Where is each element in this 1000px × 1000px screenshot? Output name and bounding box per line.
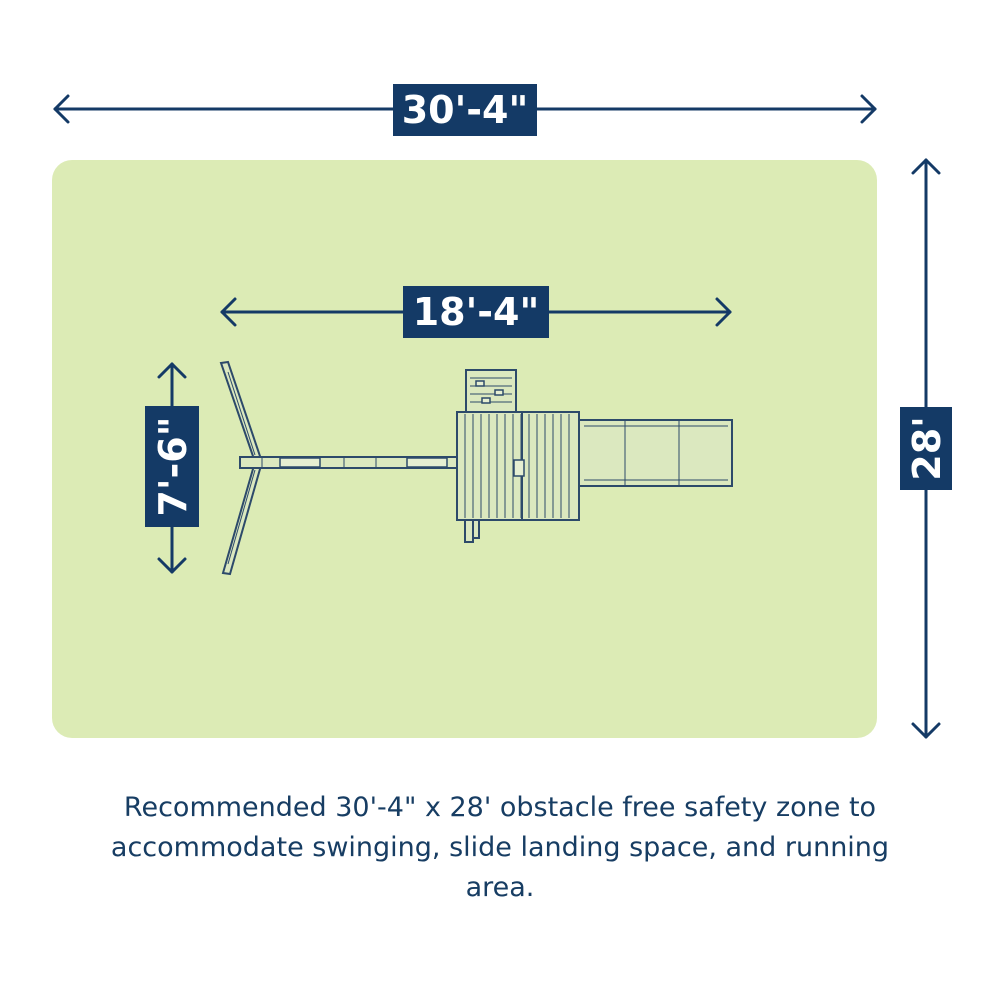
overall-width-label-box: [393, 84, 537, 136]
arrow-up-icon: [157, 362, 187, 379]
arrow-up-icon: [911, 158, 941, 175]
arrow-left-icon: [220, 297, 237, 327]
overall-width-dimension: 30'-4": [53, 84, 877, 136]
playset-top-view: [219, 360, 733, 576]
arrow-right-icon: [860, 94, 877, 124]
overall-depth-dimension: 28': [900, 158, 952, 739]
structure-depth-label: 7'-6": [151, 416, 195, 516]
climbing-ladder: [465, 369, 517, 413]
structure-depth-label-box: [145, 406, 199, 527]
structure-width-dimension: 18'-4": [220, 286, 732, 338]
overall-depth-label-box: [900, 407, 952, 490]
fort-deck: [456, 411, 580, 521]
arrow-down-icon: [157, 557, 187, 574]
slide: [578, 419, 733, 487]
structure-width-label-box: [403, 286, 549, 338]
arrow-left-icon: [53, 94, 70, 124]
arrow-down-icon: [911, 722, 941, 739]
swing-beam: [239, 456, 459, 469]
deck-steps: [464, 519, 480, 543]
structure-width-label: 18'-4": [413, 290, 540, 334]
overall-depth-label: 28': [905, 416, 949, 481]
safety-zone-caption: Recommended 30'-4" x 28' obstacle free s…: [110, 792, 890, 903]
overall-width-label: 30'-4": [402, 88, 529, 132]
structure-depth-dimension: 7'-6": [145, 362, 199, 574]
arrow-right-icon: [715, 297, 732, 327]
